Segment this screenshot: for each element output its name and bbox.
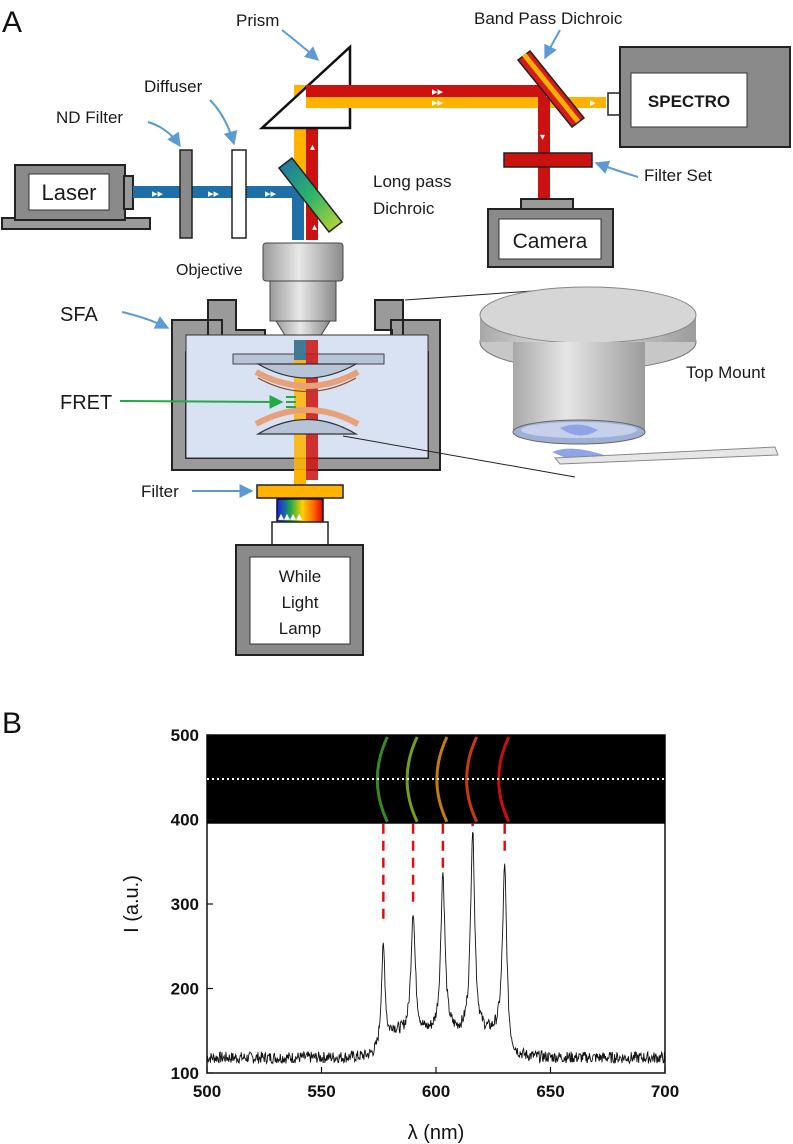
y-tick-label: 400 (171, 811, 199, 830)
white-light-beam: ▴▴▴▴ (276, 498, 324, 524)
laser-label: Laser (41, 180, 96, 205)
objective-label: Objective (176, 262, 243, 279)
spectro-label: SPECTRO (648, 92, 730, 111)
x-tick-label: 500 (193, 1082, 221, 1101)
camera-label: Camera (513, 230, 588, 253)
filter-label: Filter (141, 482, 179, 501)
spectrometer: SPECTRO (607, 46, 791, 148)
svg-text:▴: ▴ (310, 142, 315, 153)
panel-a: A Laser ▸▸ ▸▸ ▸▸ ▴ ▴ ▴ ▴ (1, 6, 791, 656)
y-axis-title: I (a.u.) (121, 875, 143, 933)
panel-b: B 500 550 600 650 700 100 200 300 400 500 λ (nm) … (2, 707, 679, 1144)
lamp-label-line3: Lamp (279, 619, 322, 638)
long-pass-dichroic-label-line2: Dichroic (373, 199, 435, 218)
fringe-arc (435, 736, 449, 823)
svg-text:▸▸: ▸▸ (265, 188, 277, 200)
top-mount-label: Top Mount (686, 363, 766, 382)
band-pass-dichroic-label: Band Pass Dichroic (474, 9, 623, 28)
panel-a-letter: A (2, 6, 22, 39)
diffuser-label: Diffuser (144, 77, 203, 96)
sfa-label: SFA (60, 304, 98, 326)
x-tick-label: 650 (536, 1082, 564, 1101)
top-mount-illustration (479, 286, 779, 465)
nd-filter (179, 149, 193, 239)
long-pass-dichroic (277, 156, 344, 234)
bottom-beam (294, 470, 306, 485)
white-light-lamp: While Light Lamp (235, 521, 364, 656)
x-axis-title: λ (nm) (408, 1122, 465, 1144)
filter (256, 484, 344, 499)
axis-ticks: 500 550 600 650 700 100 200 300 400 500 (171, 726, 680, 1101)
prism-label: Prism (236, 11, 279, 30)
x-tick-label: 600 (422, 1082, 450, 1101)
peak-guide-lines (382, 823, 506, 920)
interference-image-inset (207, 735, 665, 824)
lamp-label-line2: Light (282, 593, 319, 612)
svg-text:▸▸: ▸▸ (432, 86, 444, 98)
laser-beam: ▸▸ ▸▸ ▸▸ (133, 186, 305, 240)
y-tick-label: 200 (171, 980, 199, 999)
lamp-label-line1: While (279, 567, 322, 586)
y-tick-label: 300 (171, 895, 199, 914)
spectrum-line (206, 831, 666, 1065)
nd-filter-label: ND Filter (56, 108, 123, 127)
x-tick-label: 550 (307, 1082, 335, 1101)
y-tick-label: 500 (171, 726, 199, 745)
diffuser (231, 149, 247, 239)
svg-text:▴: ▴ (312, 222, 317, 233)
svg-text:▸: ▸ (590, 97, 596, 109)
filter-set (503, 152, 593, 168)
signal-beam-horizontal: ▸▸ ▸▸ ▸ ▾ (306, 85, 606, 209)
laser-unit: Laser (1, 164, 151, 230)
camera: Camera (487, 198, 614, 268)
y-tick-label: 100 (171, 1064, 199, 1083)
panel-b-letter: B (2, 707, 22, 740)
x-tick-label: 700 (651, 1082, 679, 1101)
fret-label: FRET (60, 392, 112, 414)
sfa-chamber (171, 299, 441, 480)
filter-set-label: Filter Set (644, 166, 712, 185)
spectrum-chart: 500 550 600 650 700 100 200 300 400 500 λ (nm) I … (121, 726, 679, 1144)
svg-text:▸▸: ▸▸ (152, 188, 164, 200)
fringe-arc (465, 736, 478, 823)
svg-text:▾: ▾ (540, 132, 545, 143)
objective (262, 242, 344, 341)
svg-text:▸▸: ▸▸ (432, 97, 444, 109)
long-pass-dichroic-label-line1: Long pass (373, 172, 451, 191)
svg-text:▸▸: ▸▸ (208, 188, 220, 200)
svg-text:▴▴▴▴: ▴▴▴▴ (278, 509, 302, 523)
